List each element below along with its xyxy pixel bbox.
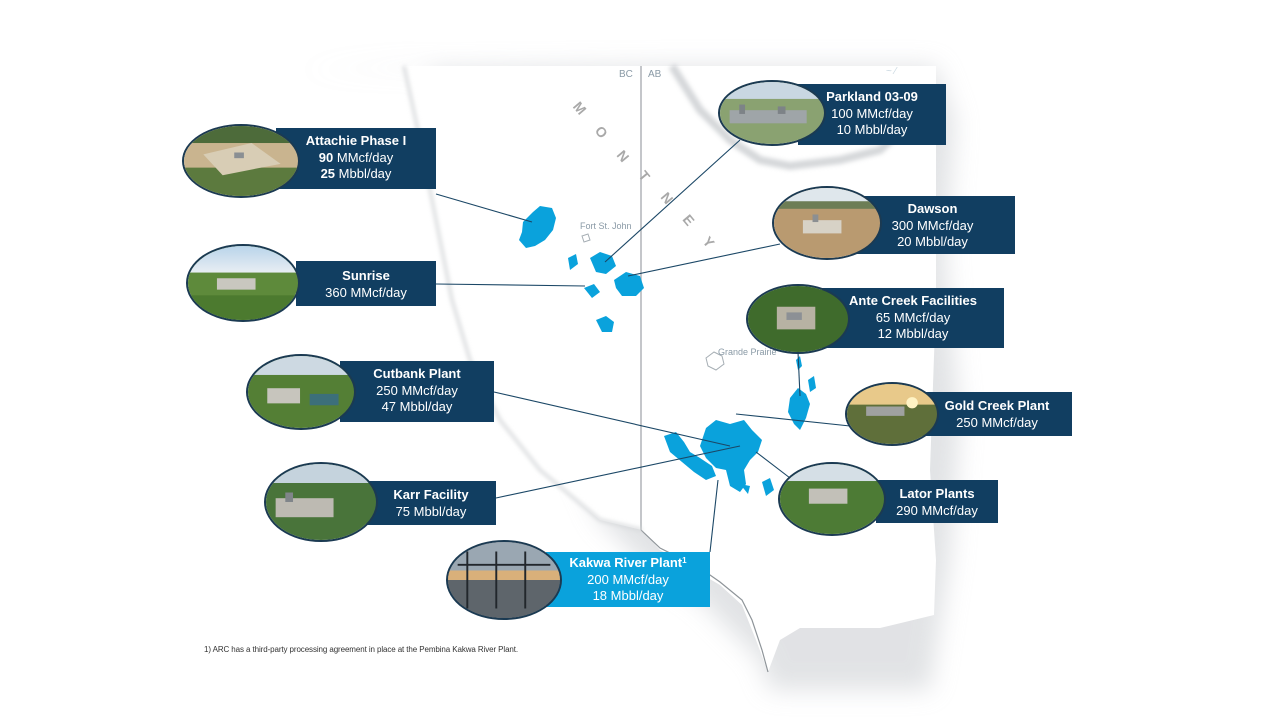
city-label-grande-prairie: Grande Prairie: [718, 347, 777, 357]
facility-label-lator: Lator Plants 290 MMcf/day: [876, 480, 998, 523]
facility-gas: 290 MMcf/day: [896, 502, 978, 518]
facility-liquids: 25 Mbbl/day: [320, 166, 392, 181]
facility-photo-kakwa: [446, 540, 562, 620]
facility-label-karr: Karr Facility 75 Mbbl/day: [366, 481, 496, 525]
facility-gas: 300 MMcf/day: [891, 217, 974, 233]
facility-liquids: 18 Mbbl/day: [592, 588, 664, 603]
facility-name: Cutbank Plant: [373, 366, 461, 381]
facility-gas: 360 MMcf/day: [325, 284, 407, 300]
facility-gas: 100 MMcf/day: [831, 105, 913, 121]
facility-photo-cutbank: [246, 354, 356, 430]
facility-liquids: 47 Mbbl/day: [381, 399, 453, 414]
facility-photo-dawson: [772, 186, 882, 260]
city-marker-fort-st-john: [581, 233, 591, 243]
facility-name: Lator Plants: [899, 486, 975, 501]
connector-lines: [435, 139, 851, 553]
facility-photo-karr: [264, 462, 378, 542]
facility-name: Ante Creek Facilities: [849, 293, 977, 308]
border-label-bc: BC: [619, 69, 633, 80]
footnote-ref: 1: [682, 556, 687, 565]
city-label-fort-st-john: Fort St. John: [580, 221, 632, 231]
facility-name: Attachie Phase I: [305, 133, 407, 148]
svg-text:~ ⁄: ~ ⁄: [886, 66, 898, 77]
facility-label-attachie: Attachie Phase I 90 MMcf/day 25 Mbbl/day: [276, 128, 436, 189]
city-marker-grande-prairie: [705, 351, 725, 371]
facility-liquids: 12 Mbbl/day: [877, 326, 949, 341]
facility-name: Parkland 03-09: [826, 89, 918, 104]
facility-photo-gold-creek: [845, 382, 939, 446]
facility-label-kakwa: Kakwa River Plant1 200 MMcf/day 18 Mbbl/…: [546, 552, 710, 607]
facility-label-cutbank: Cutbank Plant 250 MMcf/day 47 Mbbl/day: [340, 361, 494, 422]
facility-name: Sunrise: [342, 268, 390, 283]
facility-name: Dawson: [907, 201, 958, 216]
facility-gas: 250 MMcf/day: [376, 382, 458, 398]
facility-label-ante-creek: Ante Creek Facilities 65 MMcf/day 12 Mbb…: [822, 288, 1004, 348]
facility-photo-parkland: [718, 80, 826, 146]
facility-photo-lator: [778, 462, 886, 536]
landholdings: [519, 206, 816, 496]
facility-liquids: 10 Mbbl/day: [836, 122, 908, 137]
facility-name: Karr Facility: [393, 487, 469, 502]
facility-gas: 90 MMcf/day: [318, 149, 394, 165]
facility-gas: 250 MMcf/day: [956, 414, 1038, 430]
facility-liquids: 75 Mbbl/day: [395, 503, 467, 519]
border-label-ab: AB: [648, 69, 662, 80]
footnote: 1) ARC has a third-party processing agre…: [204, 645, 519, 654]
facility-gas: 200 MMcf/day: [587, 571, 669, 587]
facility-liquids: 20 Mbbl/day: [897, 234, 968, 249]
facility-gas: 65 MMcf/day: [875, 309, 951, 325]
facility-label-gold-creek: Gold Creek Plant 250 MMcf/day: [922, 392, 1072, 436]
facility-name: Kakwa River Plant1: [569, 555, 687, 570]
facility-label-sunrise: Sunrise 360 MMcf/day: [296, 261, 436, 306]
facility-photo-attachie: [182, 124, 300, 198]
facility-name: Gold Creek Plant: [944, 398, 1050, 413]
facility-photo-sunrise: [186, 244, 300, 322]
facility-photo-ante-creek: [746, 284, 850, 354]
